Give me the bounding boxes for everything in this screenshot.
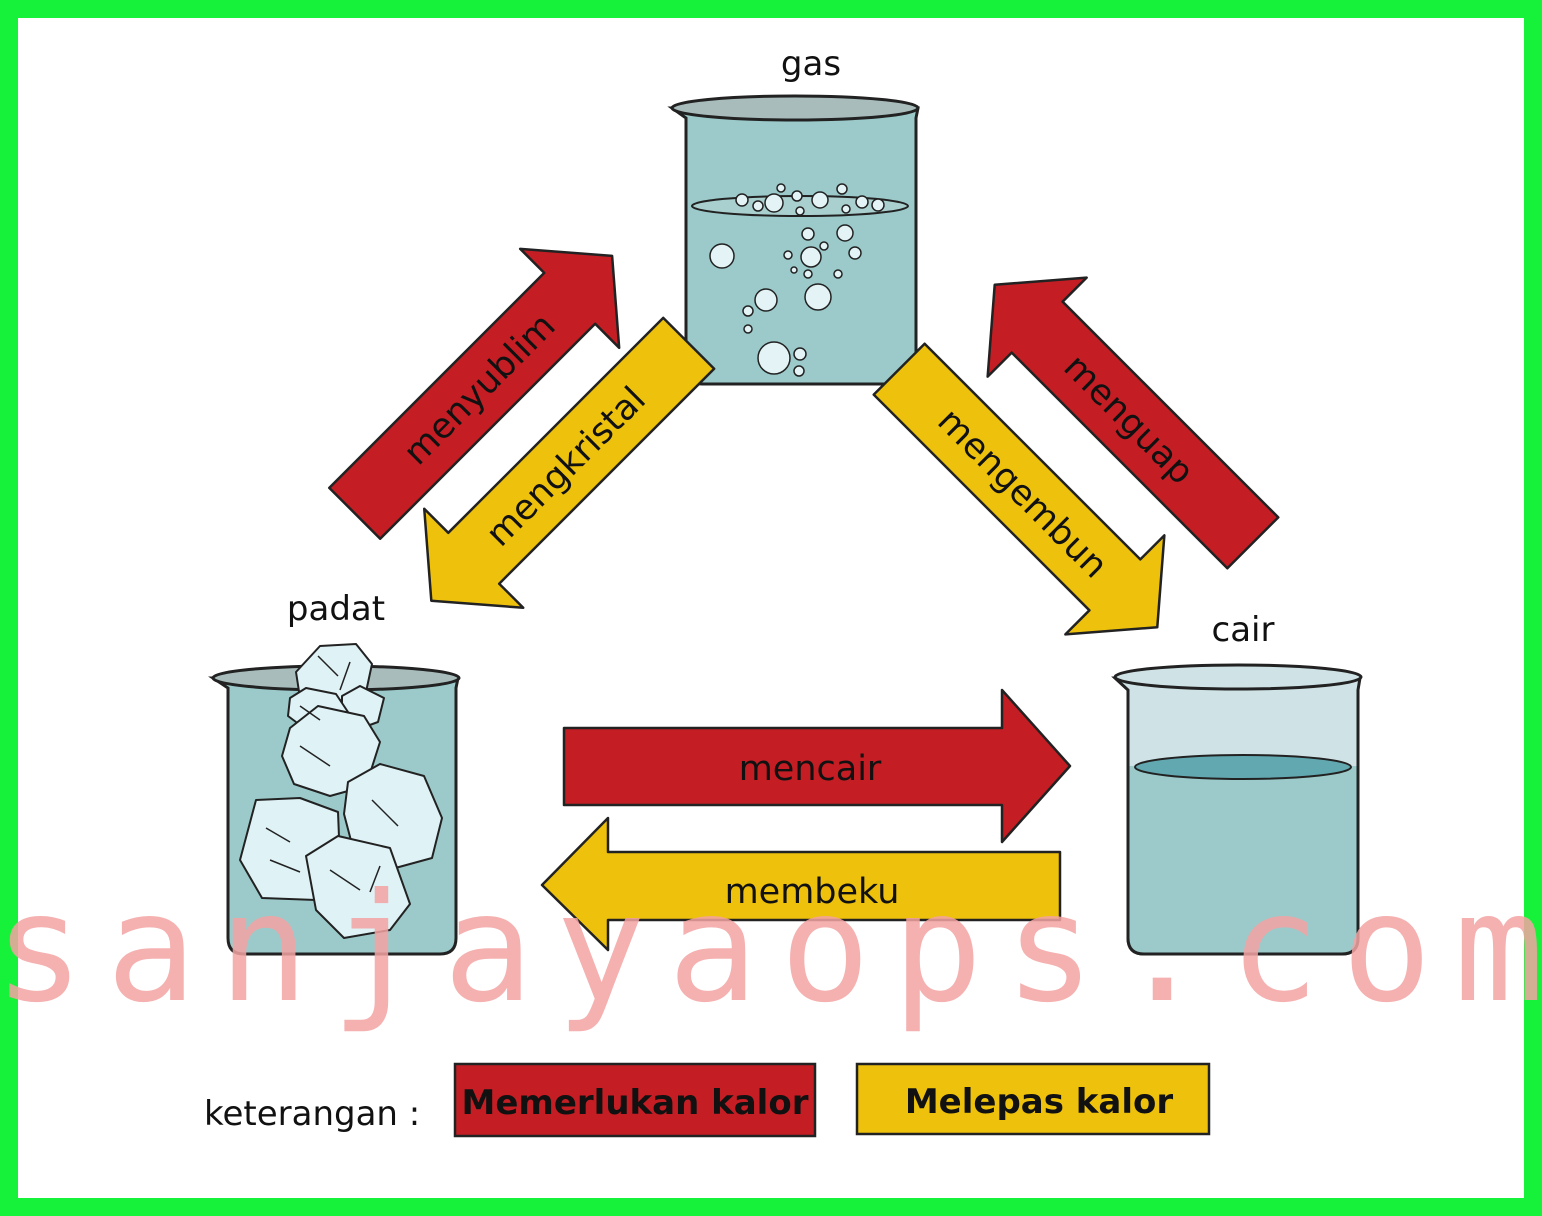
arrow-menguap: menguap — [986, 276, 1280, 570]
state-label-cair: cair — [1212, 610, 1275, 650]
arrow-mengembun: mengembun — [872, 342, 1166, 636]
label-mencair: mencair — [739, 749, 882, 789]
legend: keterangan : Memerlukan kalor Melepas ka… — [204, 1062, 1211, 1138]
legend-swatch-requires-heat — [453, 1062, 817, 1138]
watermark: sanjayaops.com — [0, 862, 1542, 1036]
legend-requires-heat: Memerlukan kalor — [462, 1083, 809, 1123]
gas-beaker — [667, 94, 920, 386]
state-label-gas: gas — [781, 44, 841, 84]
arrow-mencair: mencair — [562, 688, 1072, 844]
legend-swatch-releases-heat — [855, 1062, 1211, 1136]
state-label-padat: padat — [287, 589, 385, 629]
liquid-beaker — [1111, 663, 1363, 956]
legend-releases-heat: Melepas kalor — [905, 1082, 1174, 1122]
label-membeku: membeku — [725, 872, 900, 912]
bubbles — [709, 183, 885, 377]
legend-label: keterangan : — [204, 1094, 420, 1134]
ice-cubes — [239, 643, 443, 939]
solid-beaker — [208, 643, 461, 956]
arrow-membeku: membeku — [540, 816, 1062, 952]
